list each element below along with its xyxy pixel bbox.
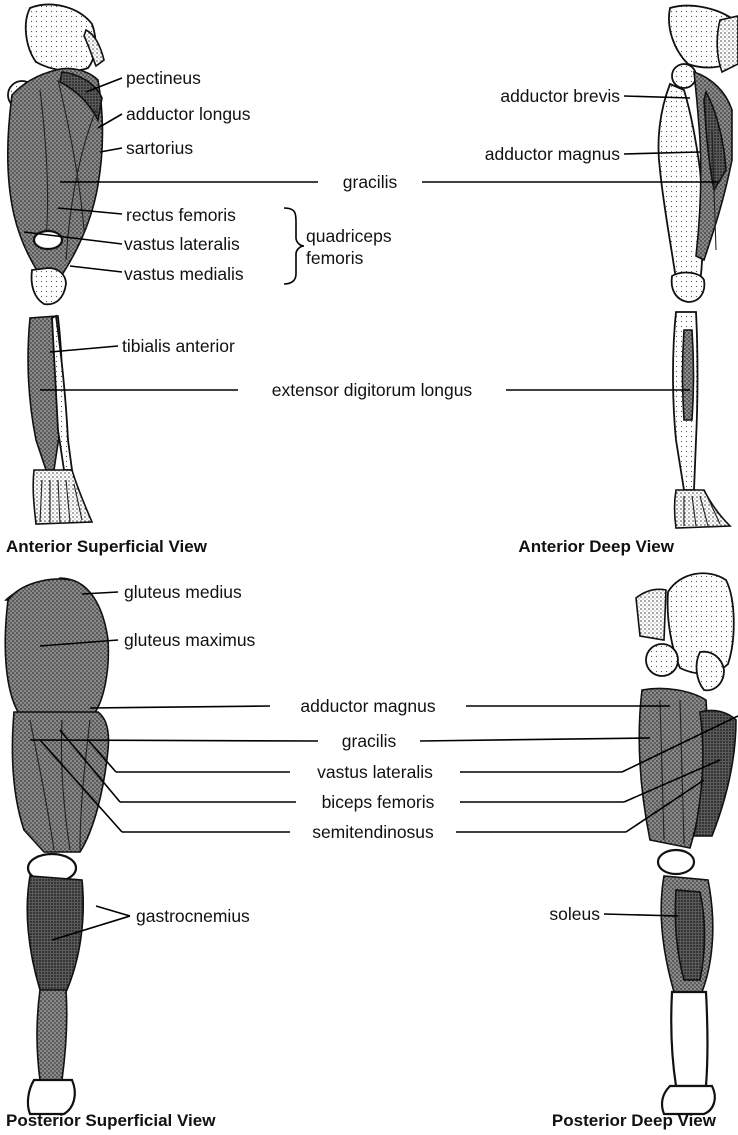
- label-gracilis-anterior: gracilis: [343, 172, 398, 192]
- caption-anterior-superficial: Anterior Superficial View: [6, 537, 208, 556]
- label-adductor-longus: adductor longus: [126, 104, 251, 124]
- label-vastus-medialis: vastus medialis: [124, 264, 244, 284]
- label-biceps-femoris: biceps femoris: [322, 792, 435, 812]
- label-gastrocnemius: gastrocnemius: [136, 906, 250, 926]
- label-adductor-magnus-anterior: adductor magnus: [485, 144, 620, 164]
- label-quadriceps-line2: femoris: [306, 248, 364, 268]
- label-adductor-magnus-posterior: adductor magnus: [300, 696, 435, 716]
- label-vastus-lateralis-anterior: vastus lateralis: [124, 234, 240, 254]
- label-rectus-femoris: rectus femoris: [126, 205, 236, 225]
- anterior-deep-leg: [658, 6, 738, 528]
- label-gracilis-posterior: gracilis: [342, 731, 397, 751]
- caption-anterior-deep: Anterior Deep View: [518, 537, 674, 556]
- label-quadriceps-line1: quadriceps: [306, 226, 392, 246]
- anterior-superficial-leg: [8, 5, 104, 524]
- label-sartorius: sartorius: [126, 138, 193, 158]
- posterior-superficial-leg: [5, 578, 108, 1114]
- label-gluteus-medius: gluteus medius: [124, 582, 242, 602]
- label-extensor-digitorum-longus: extensor digitorum longus: [272, 380, 473, 400]
- caption-posterior-superficial: Posterior Superficial View: [6, 1111, 216, 1130]
- posterior-deep-leg: [636, 573, 736, 1114]
- label-vastus-lateralis-posterior: vastus lateralis: [317, 762, 433, 782]
- label-gluteus-maximus: gluteus maximus: [124, 630, 256, 650]
- caption-posterior-deep: Posterior Deep View: [552, 1111, 717, 1130]
- label-group: pectineus adductor longus sartorius grac…: [122, 68, 620, 926]
- label-semitendinosus: semitendinosus: [312, 822, 434, 842]
- label-pectineus: pectineus: [126, 68, 201, 88]
- label-tibialis-anterior: tibialis anterior: [122, 336, 235, 356]
- label-soleus: soleus: [549, 904, 600, 924]
- label-adductor-brevis: adductor brevis: [500, 86, 620, 106]
